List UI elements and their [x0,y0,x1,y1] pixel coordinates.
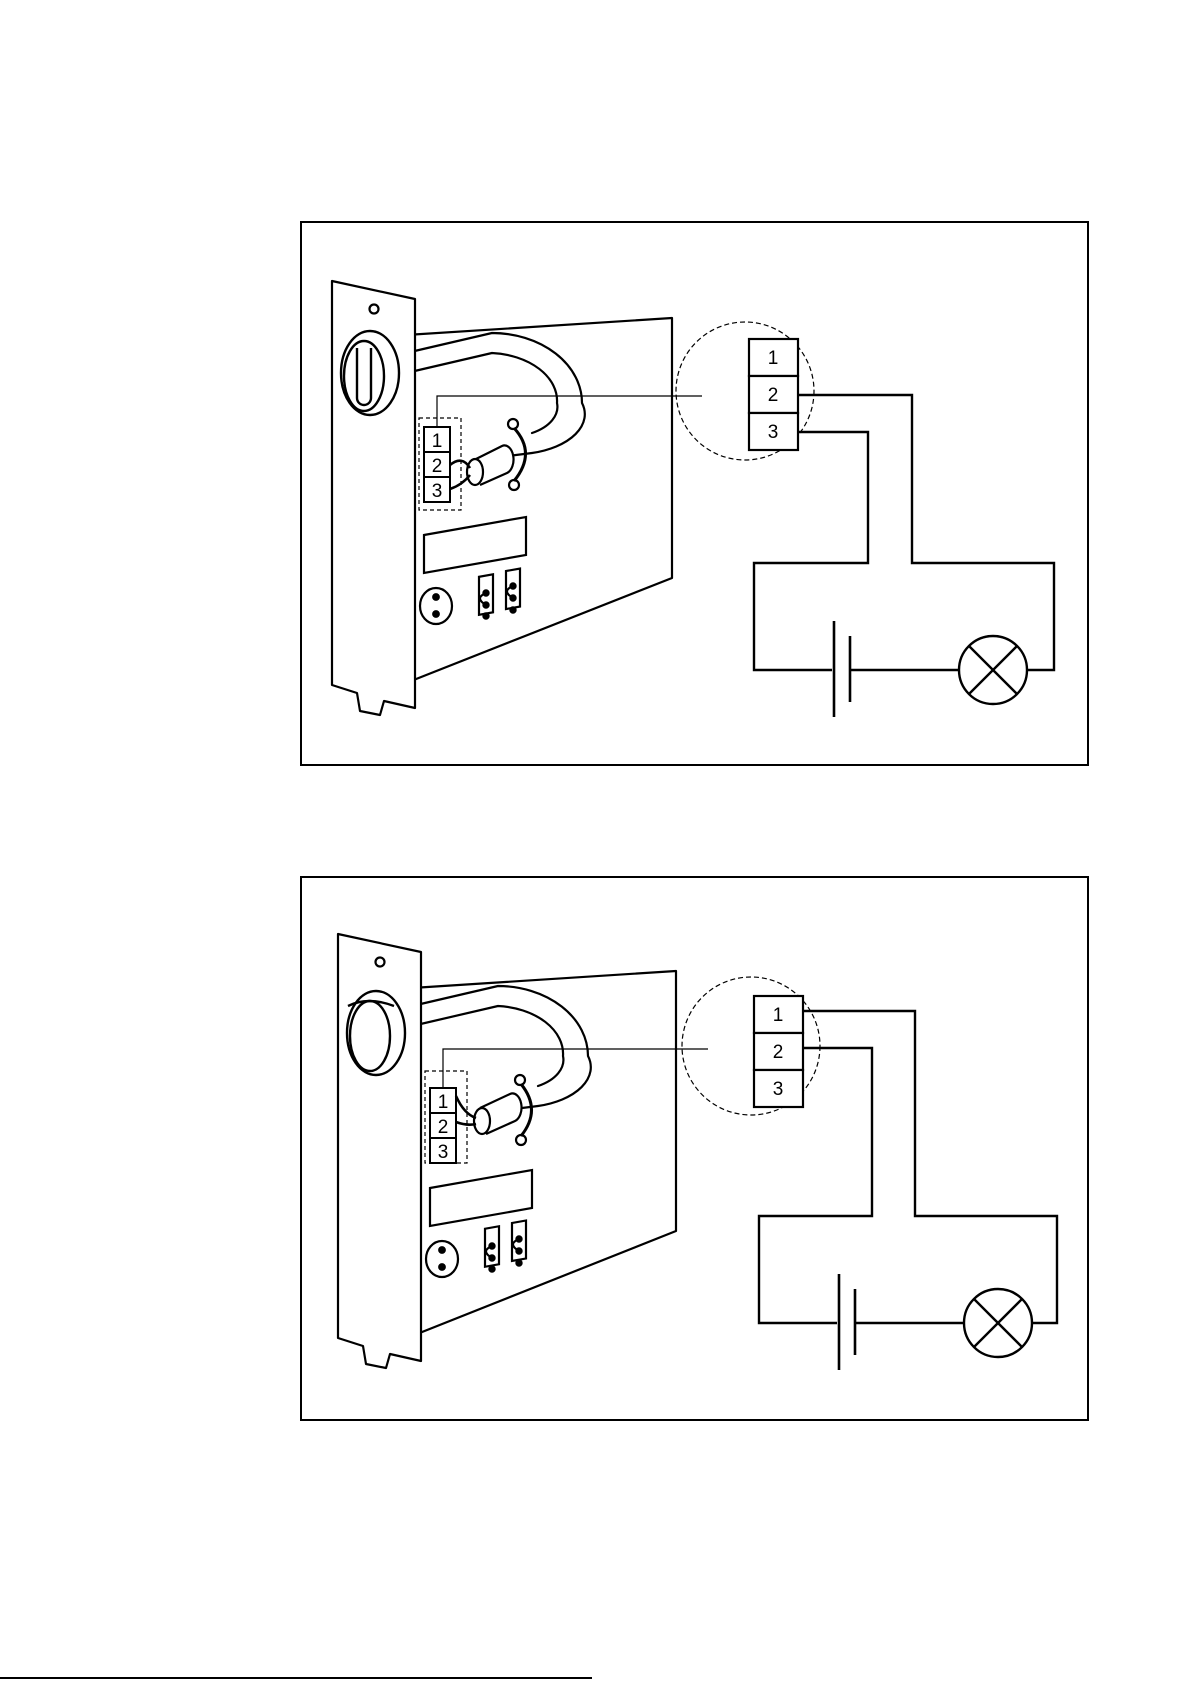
detail-leader-line [443,1049,708,1088]
wiring-diagram-bottom: 1 2 3 [300,876,1089,1421]
footer-rule [0,1677,592,1679]
latch-bolt-inner [406,353,557,433]
latch-bolt-inner [412,1006,563,1086]
lock-lower-components [426,1170,532,1277]
mounting-terminal-block: 1 2 3 [430,1088,456,1163]
lock-cylinder-icon [341,331,399,415]
mounting-terminal-label: 2 [438,1117,449,1138]
battery-icon [834,621,850,717]
enlarged-terminal-label: 1 [768,348,779,369]
mounting-terminal-label: 2 [432,456,443,477]
enlarged-terminal-block: 1 2 3 [754,996,803,1107]
enlarged-terminal-label: 1 [773,1005,784,1026]
enlarged-terminal-block: 1 2 3 [749,339,798,450]
enlarged-terminal-label: 2 [768,385,779,406]
battery-icon [839,1274,855,1370]
mounting-terminal-block: 1 2 3 [424,427,450,502]
enlarged-terminal-label: 2 [773,1042,784,1063]
enlarged-terminal-label: 3 [768,422,779,443]
wiring-diagram-top: 1 2 3 [300,221,1089,766]
mounting-terminal-label: 1 [432,431,443,452]
lamp-icon [964,1289,1032,1357]
mounting-terminal-label: 3 [432,481,443,502]
wiring-diagram-top-svg: 1 2 3 [302,223,1091,768]
lock-cylinder-icon [347,991,405,1075]
mounting-terminal-label: 1 [438,1092,449,1113]
lamp-icon [959,636,1027,704]
mounting-terminal-label: 3 [438,1142,449,1163]
wiring-diagram-bottom-svg: 1 2 3 [302,878,1091,1423]
detail-leader-line [437,396,702,427]
lock-lower-components [420,517,526,624]
enlarged-terminal-label: 3 [773,1079,784,1100]
